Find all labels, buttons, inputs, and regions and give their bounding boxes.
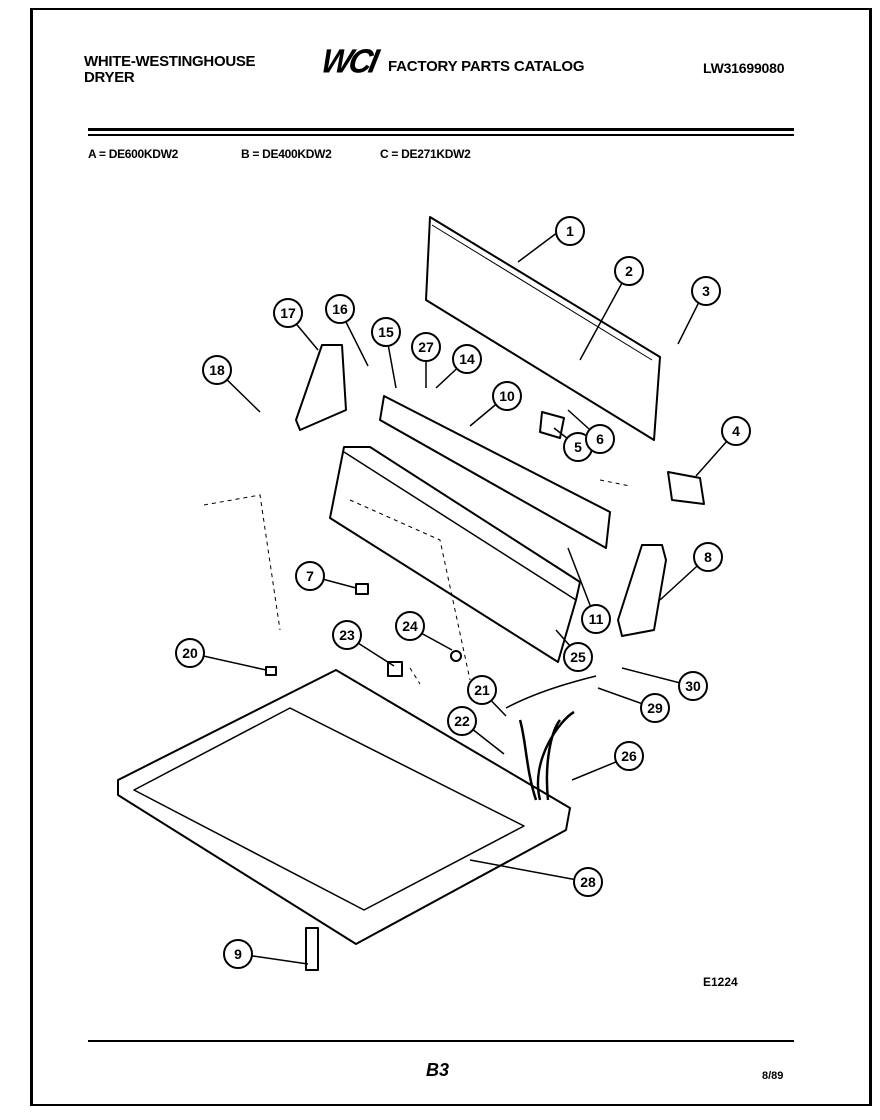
callout-16-label: 16 xyxy=(332,301,348,317)
callout-28-label: 28 xyxy=(580,874,596,890)
brand-line-1: WHITE-WESTINGHOUSE xyxy=(84,53,256,70)
callout-11-label: 11 xyxy=(589,611,604,627)
callout-21-label: 21 xyxy=(474,682,490,698)
callout-25-label: 25 xyxy=(570,649,586,665)
callout-17-label: 17 xyxy=(280,305,296,321)
catalog-title: FACTORY PARTS CATALOG xyxy=(388,58,585,75)
callout-29: 29 xyxy=(640,693,670,723)
callout-9: 9 xyxy=(223,939,253,969)
callout-26-label: 26 xyxy=(621,748,637,764)
callout-1: 1 xyxy=(555,216,585,246)
callout-24: 24 xyxy=(395,611,425,641)
callout-11: 11 xyxy=(581,604,611,634)
top-cover-inner xyxy=(133,707,525,911)
callout-2: 2 xyxy=(614,256,644,286)
callout-27: 27 xyxy=(411,332,441,362)
callout-24-label: 24 xyxy=(402,618,418,634)
callout-markers: 1 2 3 4 5 6 7 8 9 10 11 14 15 16 17 18 2… xyxy=(175,216,751,969)
callout-27-label: 27 xyxy=(418,339,434,355)
brand-title: WHITE-WESTINGHOUSE DRYER xyxy=(84,53,256,86)
callout-10-label: 10 xyxy=(499,388,515,404)
callout-30: 30 xyxy=(678,671,708,701)
callout-8: 8 xyxy=(693,542,723,572)
catalog-part-number: LW31699080 xyxy=(703,60,785,76)
callout-16: 16 xyxy=(325,294,355,324)
model-b: B = DE400KDW2 xyxy=(241,147,332,161)
callout-26: 26 xyxy=(614,741,644,771)
page-number: B3 xyxy=(426,1060,450,1080)
callout-17: 17 xyxy=(273,298,303,328)
callout-10: 10 xyxy=(492,381,522,411)
callout-28: 28 xyxy=(573,867,603,897)
callout-4-label: 4 xyxy=(732,423,740,439)
timer xyxy=(667,471,705,505)
callout-29-label: 29 xyxy=(647,700,663,716)
wire-harness xyxy=(518,710,575,801)
callout-15-label: 15 xyxy=(378,324,394,340)
page-frame xyxy=(30,8,872,1106)
callout-23-label: 23 xyxy=(339,627,355,643)
header-rule-top xyxy=(88,128,794,131)
callout-18: 18 xyxy=(202,355,232,385)
callout-1-label: 1 xyxy=(566,223,574,239)
footer-rule xyxy=(88,1040,794,1042)
knob-7 xyxy=(355,583,369,595)
spring-24 xyxy=(450,650,462,662)
switch xyxy=(539,411,565,439)
callout-15: 15 xyxy=(371,317,401,347)
callout-6: 6 xyxy=(585,424,615,454)
callout-5: 5 xyxy=(563,432,593,462)
callout-7-label: 7 xyxy=(306,568,314,584)
callout-20: 20 xyxy=(175,638,205,668)
model-c: C = DE271KDW2 xyxy=(380,147,471,161)
right-end-cap xyxy=(617,544,667,637)
leg-9 xyxy=(305,927,319,971)
callout-8-label: 8 xyxy=(704,549,712,565)
rear-panel xyxy=(425,216,661,441)
callout-23: 23 xyxy=(332,620,362,650)
clip-20 xyxy=(265,666,277,676)
callout-4: 4 xyxy=(721,416,751,446)
brand-line-2: DRYER xyxy=(84,69,135,86)
callout-3-label: 3 xyxy=(702,283,710,299)
diagram-code: E1224 xyxy=(703,975,738,989)
callout-7: 7 xyxy=(295,561,325,591)
callout-9-label: 9 xyxy=(234,946,242,962)
callout-2-label: 2 xyxy=(625,263,633,279)
callout-18-label: 18 xyxy=(209,362,225,378)
console-backing xyxy=(379,395,611,549)
catalog-date: 8/89 xyxy=(762,1070,784,1082)
callout-6-label: 6 xyxy=(596,431,604,447)
callout-30-label: 30 xyxy=(685,678,701,694)
callout-22: 22 xyxy=(447,706,477,736)
callout-22-label: 22 xyxy=(454,713,470,729)
wire-29 xyxy=(505,675,597,709)
knob-23 xyxy=(387,661,403,677)
model-a: A = DE600KDW2 xyxy=(88,147,179,161)
callout-20-label: 20 xyxy=(182,645,198,661)
callout-14-label: 14 xyxy=(459,351,475,367)
callout-25: 25 xyxy=(563,642,593,672)
callout-21: 21 xyxy=(467,675,497,705)
callout-3: 3 xyxy=(691,276,721,306)
callout-14: 14 xyxy=(452,344,482,374)
left-end-cap xyxy=(295,344,347,431)
header-rule-bottom xyxy=(88,134,794,136)
callout-5-label: 5 xyxy=(574,439,582,455)
